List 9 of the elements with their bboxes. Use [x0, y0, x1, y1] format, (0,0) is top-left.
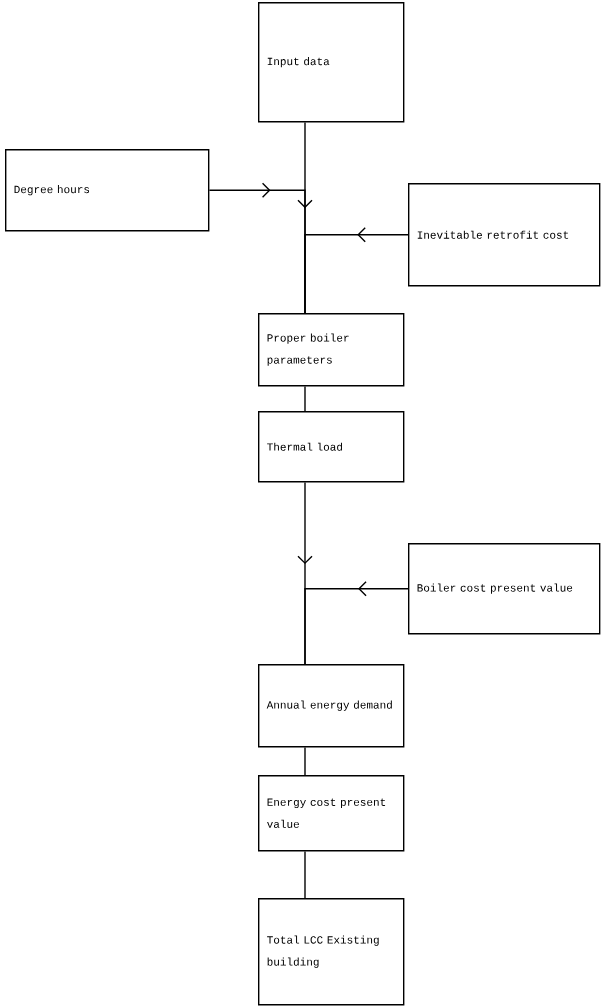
process-box: Boiler cost present value: [408, 543, 601, 635]
process-box: Annual energy demand: [258, 664, 405, 748]
process-box: Total LCC Existing building: [258, 898, 405, 1006]
process-box: Input data: [258, 2, 405, 123]
process-box: Proper boiler parameters: [258, 313, 405, 387]
process-box: Thermal load: [258, 411, 405, 483]
process-box: Energy cost present value: [258, 775, 405, 852]
process-box: Inevitable retrofit cost: [408, 183, 601, 287]
process-box: Degree hours: [5, 149, 210, 232]
